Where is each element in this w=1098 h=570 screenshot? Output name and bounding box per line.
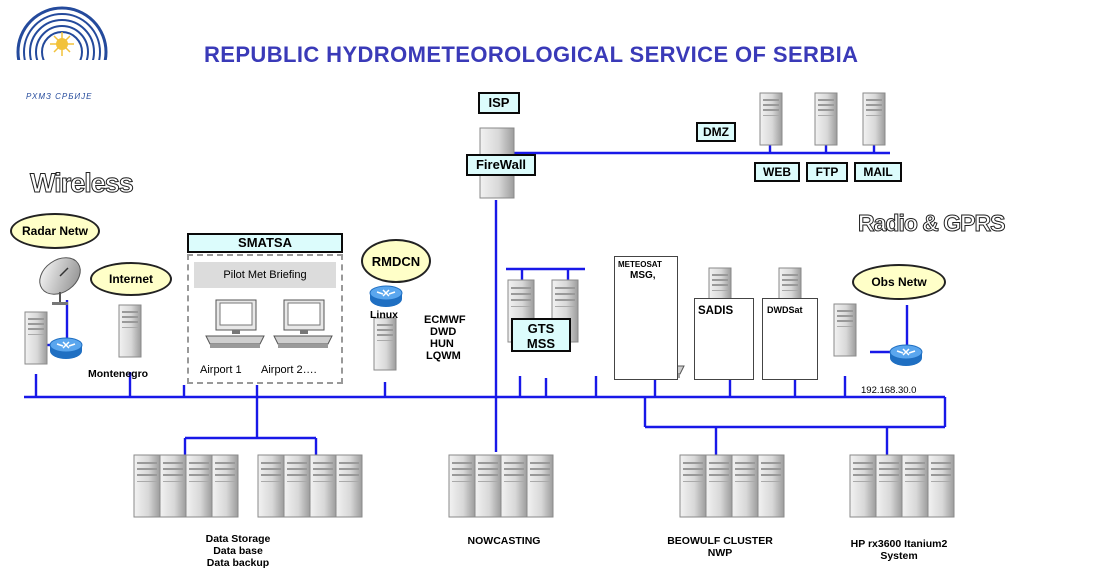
airport2-label: Airport 2…. bbox=[261, 364, 317, 376]
nowcasting-label: NOWCASTING bbox=[467, 535, 541, 547]
rmdcn-cloud: RMDCN bbox=[361, 239, 431, 283]
ftp-label: FTP bbox=[806, 162, 848, 182]
meteosat-label: METEOSAT bbox=[618, 260, 662, 269]
firewall-label: FireWall bbox=[466, 154, 536, 176]
radio-gprs-title: Radio & GPRS bbox=[857, 210, 1005, 237]
pilot-met-briefing: Pilot Met Briefing bbox=[194, 262, 336, 288]
beowulf-label: BEOWULF CLUSTER NWP bbox=[667, 535, 773, 560]
meteosat-panel bbox=[614, 256, 678, 380]
mail-label: MAIL bbox=[854, 162, 902, 182]
dwdsat-panel bbox=[762, 298, 818, 380]
logo bbox=[16, 6, 108, 100]
isp-label: ISP bbox=[478, 92, 520, 114]
web-label: WEB bbox=[754, 162, 800, 182]
ip-label: 192.168.30.0 bbox=[861, 385, 917, 396]
sadis-label: SADIS bbox=[698, 305, 734, 317]
smatsa-frame bbox=[187, 254, 343, 384]
sadis-panel bbox=[694, 298, 754, 380]
gts-mss-label: GTS MSS bbox=[511, 318, 571, 352]
dmz-label: DMZ bbox=[696, 122, 736, 142]
hp-system-label: HP rx3600 Itanium2 System bbox=[850, 538, 948, 563]
smatsa-label: SMATSA bbox=[187, 233, 343, 253]
airport1-label: Airport 1 bbox=[200, 364, 242, 376]
obs-netw-cloud: Obs Netw bbox=[852, 264, 946, 300]
radar-netw-cloud: Radar Netw bbox=[10, 213, 100, 249]
dwdsat-label: DWDSat bbox=[767, 305, 803, 315]
internet-cloud: Internet bbox=[90, 262, 172, 296]
data-storage-label: Data Storage Data base Data backup bbox=[205, 533, 271, 570]
linux-label: Linux bbox=[370, 309, 398, 321]
ecmwf-list: ECMWF DWD HUN LQWM bbox=[424, 314, 466, 362]
msg-label: MSG, bbox=[630, 270, 656, 281]
page-title: REPUBLIC HYDROMETEOROLOGICAL SERVICE OF … bbox=[204, 42, 859, 67]
logo-text: РХМЗ СРБИЈЕ bbox=[26, 92, 93, 101]
montenegro-label: Montenegro bbox=[88, 368, 149, 380]
wireless-title: Wireless bbox=[30, 168, 135, 199]
